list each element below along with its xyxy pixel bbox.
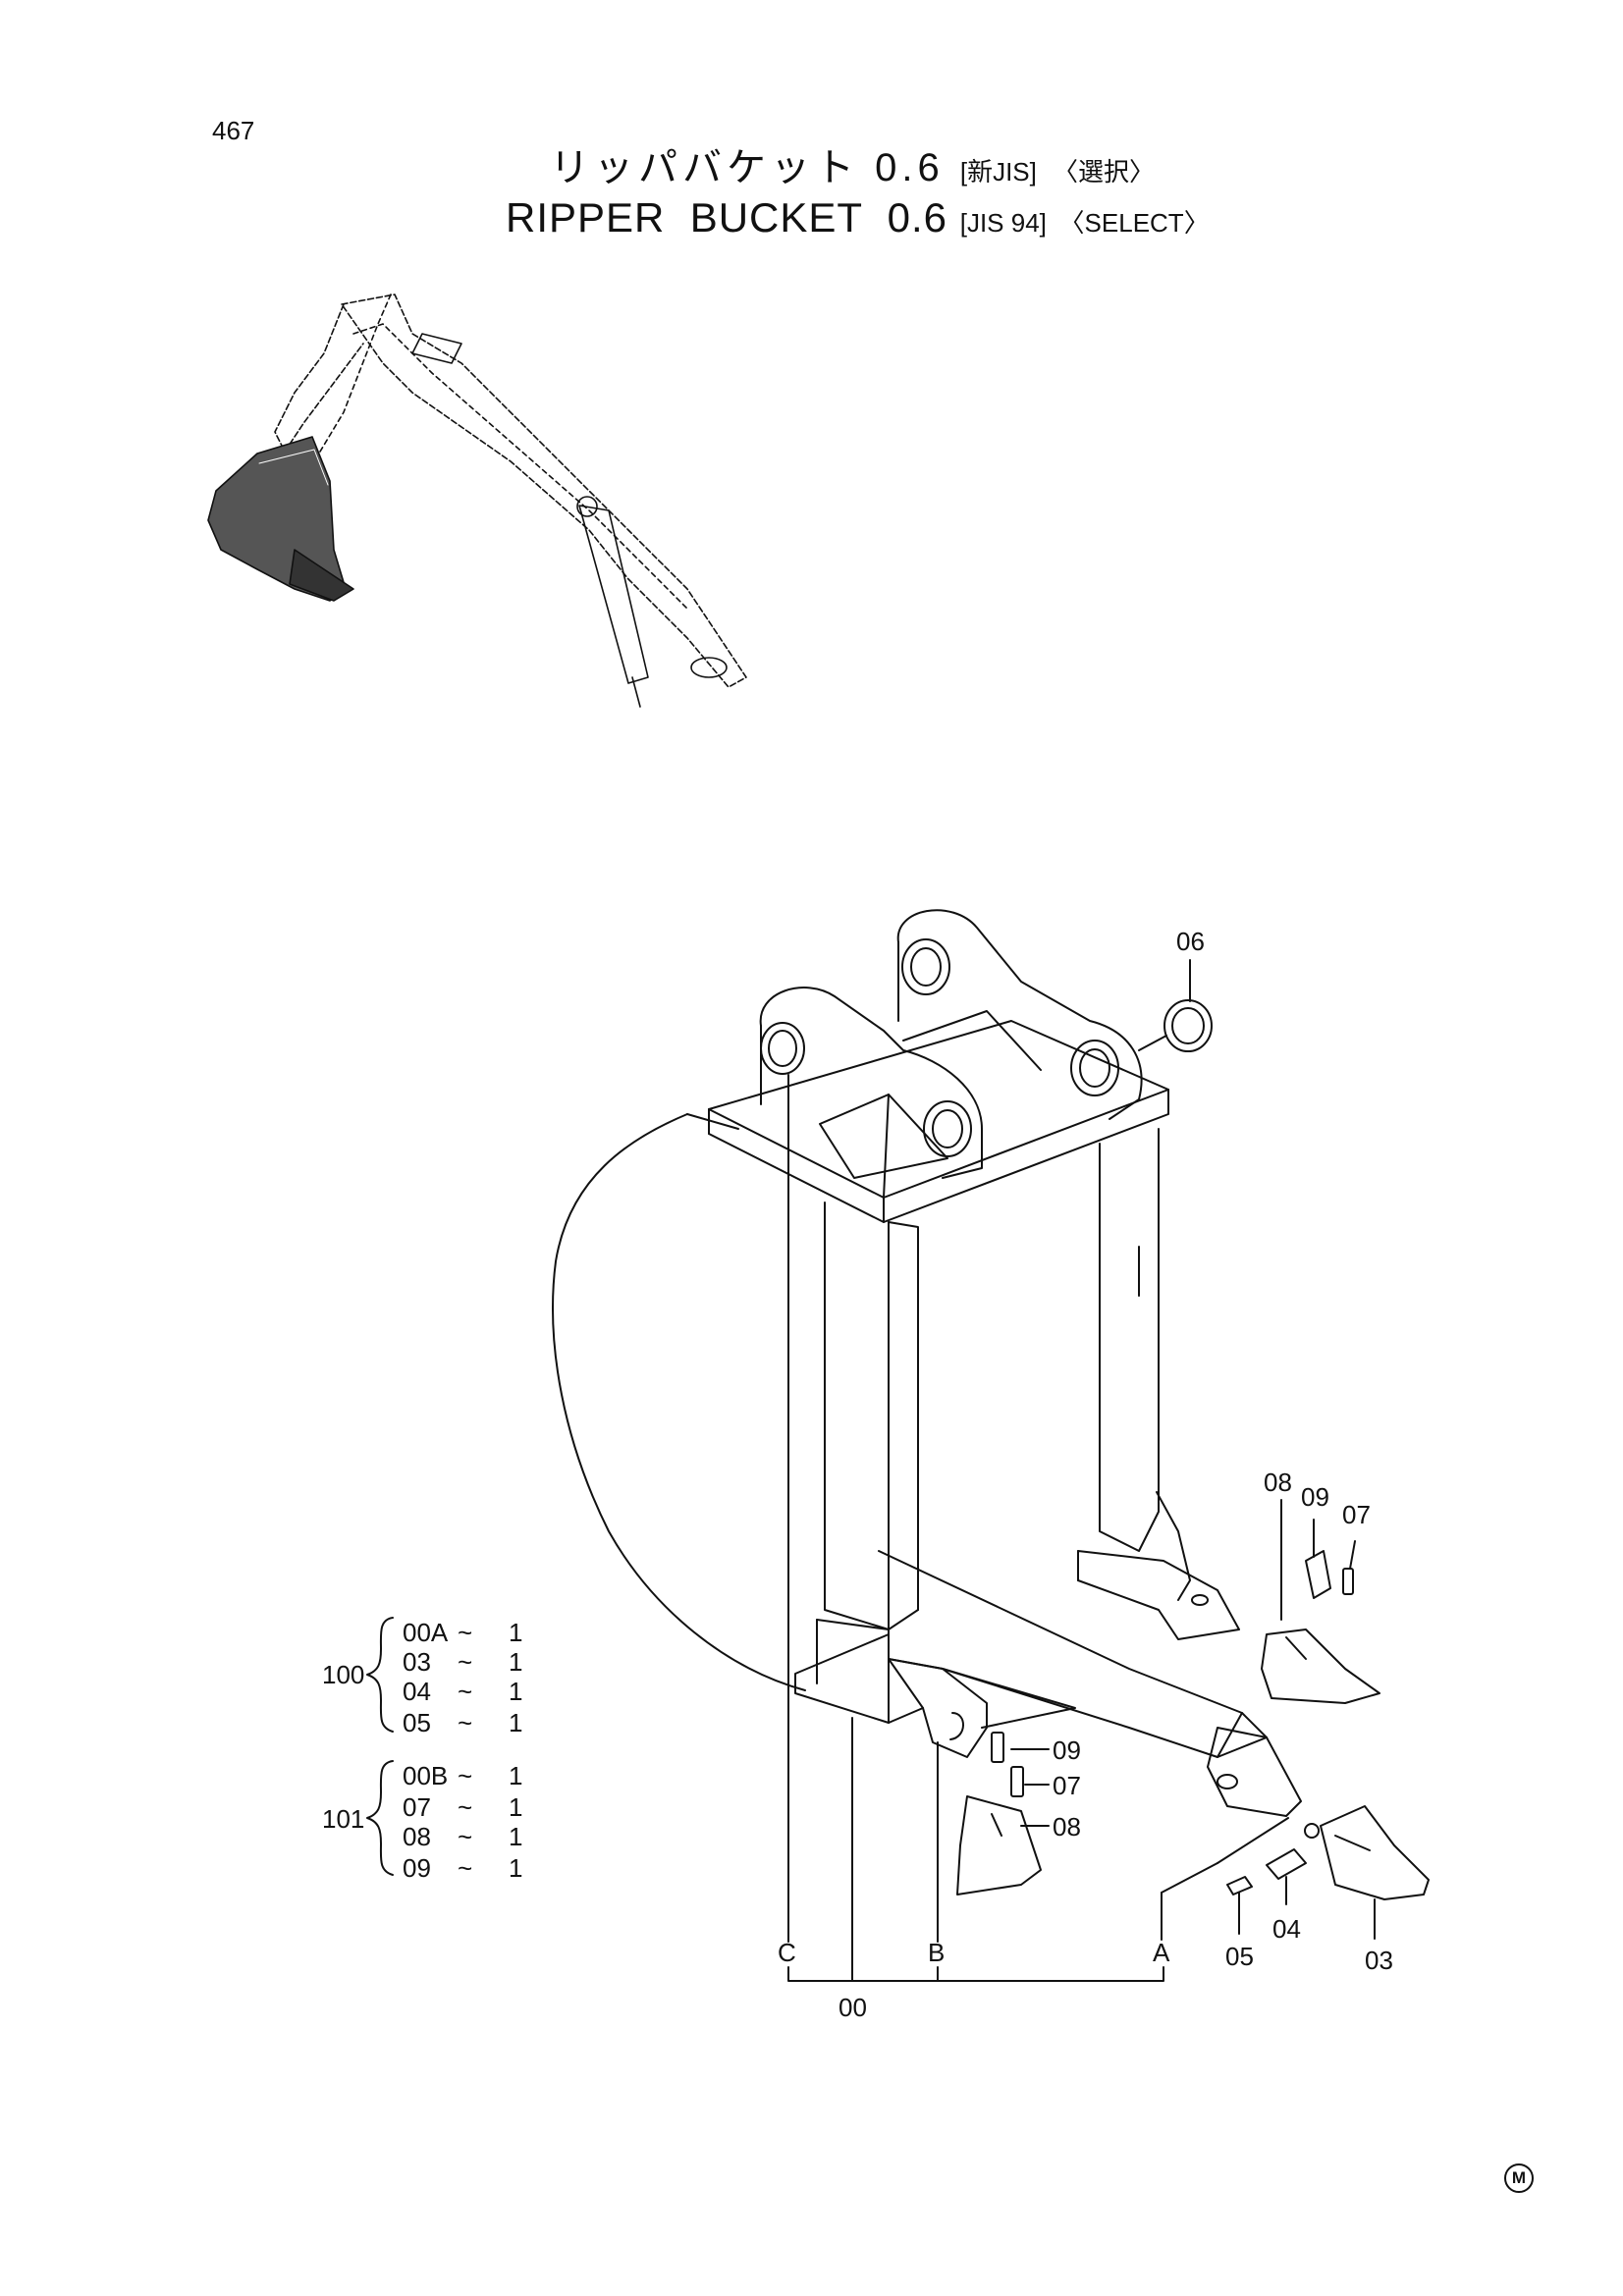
kit-100-row: 03 ~1: [403, 1647, 522, 1678]
kit-row-sep: ~: [458, 1708, 473, 1737]
title-en-main: RIPPER BUCKET 0.6: [506, 194, 948, 240]
kit-101-row: 07 ~1: [403, 1792, 522, 1823]
kit-100-label: 100: [322, 1660, 365, 1689]
kit-100-row: 00A ~1: [403, 1618, 522, 1648]
callout-08-left: 08: [1053, 1812, 1081, 1842]
callout-09-left: 09: [1053, 1735, 1081, 1765]
kit-row-sep: ~: [458, 1677, 473, 1706]
title-jp-select: 〈選択〉: [1052, 157, 1155, 187]
title-jp-standard: [新JIS]: [959, 157, 1037, 187]
kit-row-sep: ~: [458, 1761, 473, 1790]
reference-c: C: [778, 1938, 796, 1967]
manufacturer-mark: M: [1504, 2163, 1534, 2193]
kit-row-qty: 1: [509, 1853, 523, 1883]
callout-09-right: 09: [1301, 1482, 1329, 1512]
kit-row-qty: 1: [509, 1822, 523, 1851]
kit-row-part: 00B: [403, 1761, 449, 1790]
kit-row-qty: 1: [509, 1647, 523, 1677]
kit-101-row: 09 ~1: [403, 1853, 522, 1884]
callout-03: 03: [1365, 1946, 1393, 1975]
reference-b: B: [928, 1938, 946, 1967]
kit-row-qty: 1: [509, 1792, 523, 1822]
callout-07-left: 07: [1053, 1771, 1081, 1800]
kit-100-row: 04 ~1: [403, 1677, 522, 1707]
kit-row-qty: 1: [509, 1708, 523, 1737]
callout-08-right: 08: [1264, 1468, 1292, 1497]
title-en-standard: [JIS 94]: [959, 208, 1047, 238]
page-number: 467: [212, 116, 255, 145]
title-jp-main: リッパバケット 0.6: [550, 146, 945, 189]
callout-00: 00: [839, 1993, 867, 2022]
kit-row-part: 05: [403, 1708, 431, 1737]
callout-05: 05: [1225, 1942, 1254, 1971]
callout-06: 06: [1176, 927, 1205, 956]
kit-braces: [366, 1617, 394, 1876]
ripper-bucket-drawing: [552, 909, 1430, 1982]
kit-row-part: 08: [403, 1822, 431, 1851]
kit-row-sep: ~: [458, 1618, 473, 1647]
excavator-overview: [207, 294, 747, 708]
kit-row-sep: ~: [458, 1792, 473, 1822]
kit-row-qty: 1: [509, 1677, 523, 1706]
kit-row-sep: ~: [458, 1822, 473, 1851]
title-en-select: 〈SELECT〉: [1058, 208, 1210, 238]
title-english: RIPPER BUCKET 0.6 [JIS 94] 〈SELECT〉: [506, 194, 1210, 241]
kit-row-sep: ~: [458, 1853, 473, 1883]
kit-row-part: 00A: [403, 1618, 449, 1647]
kit-row-part: 03: [403, 1647, 431, 1677]
kit-101-row: 08 ~1: [403, 1822, 522, 1852]
kit-row-part: 04: [403, 1677, 431, 1706]
kit-row-sep: ~: [458, 1647, 473, 1677]
title-japanese: リッパバケット 0.6 [新JIS] 〈選択〉: [550, 135, 1155, 192]
reference-a: A: [1153, 1938, 1170, 1967]
callout-07-right: 07: [1342, 1500, 1371, 1529]
kit-101-label: 101: [322, 1804, 365, 1834]
kit-row-part: 07: [403, 1792, 431, 1822]
kit-101-row: 00B ~1: [403, 1761, 522, 1791]
callout-04: 04: [1272, 1914, 1301, 1944]
kit-row-qty: 1: [509, 1761, 523, 1790]
kit-row-qty: 1: [509, 1618, 523, 1647]
kit-100-row: 05 ~1: [403, 1708, 522, 1738]
kit-row-part: 09: [403, 1853, 431, 1883]
